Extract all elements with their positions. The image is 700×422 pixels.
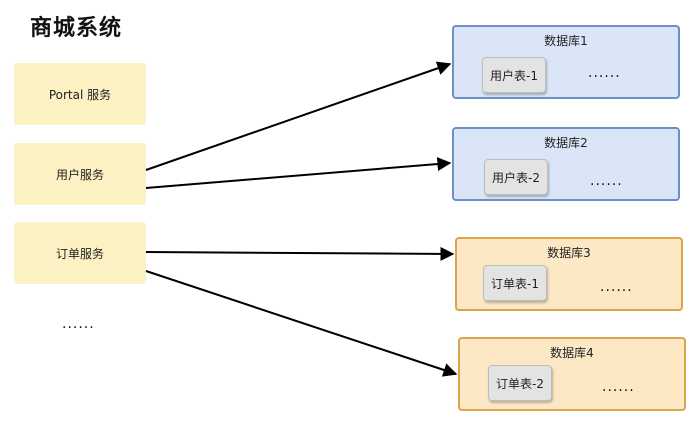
table-chip: 订单表-2 bbox=[488, 365, 552, 401]
database-box-2: 数据库2 用户表-2 ...... bbox=[452, 127, 680, 201]
service-box-order: 订单服务 bbox=[14, 222, 146, 284]
database-more-ellipsis: ...... bbox=[590, 173, 623, 189]
database-box-1: 数据库1 用户表-1 ...... bbox=[452, 25, 680, 99]
database-more-ellipsis: ...... bbox=[588, 65, 621, 81]
table-label: 订单表-1 bbox=[491, 276, 539, 291]
services-more-ellipsis: ...... bbox=[62, 316, 95, 332]
service-label: 用户服务 bbox=[55, 167, 104, 182]
service-box-portal: Portal 服务 bbox=[14, 63, 146, 125]
database-name: 数据库3 bbox=[547, 246, 591, 260]
arrow-user-to-db1 bbox=[145, 61, 452, 171]
diagram-title: 商城系统 bbox=[30, 16, 123, 41]
table-chip: 订单表-1 bbox=[483, 265, 547, 301]
database-box-3: 数据库3 订单表-1 ...... bbox=[455, 237, 683, 311]
arrow-user-to-db2 bbox=[145, 157, 452, 189]
arrow-order-to-db4 bbox=[145, 270, 458, 377]
table-label: 用户表-2 bbox=[492, 170, 540, 185]
table-chip: 用户表-1 bbox=[482, 57, 546, 93]
table-chip: 用户表-2 bbox=[484, 159, 548, 195]
database-box-4: 数据库4 订单表-2 ...... bbox=[458, 337, 686, 411]
service-box-user: 用户服务 bbox=[14, 143, 146, 205]
database-more-ellipsis: ...... bbox=[600, 279, 633, 295]
arrow-order-to-db3 bbox=[145, 246, 455, 261]
database-name: 数据库1 bbox=[544, 34, 588, 48]
table-label: 用户表-1 bbox=[490, 68, 538, 83]
database-more-ellipsis: ...... bbox=[602, 379, 635, 395]
service-label: Portal 服务 bbox=[48, 87, 112, 102]
table-label: 订单表-2 bbox=[496, 376, 544, 391]
database-name: 数据库2 bbox=[544, 136, 588, 150]
database-name: 数据库4 bbox=[550, 346, 594, 360]
service-label: 订单服务 bbox=[55, 246, 104, 261]
